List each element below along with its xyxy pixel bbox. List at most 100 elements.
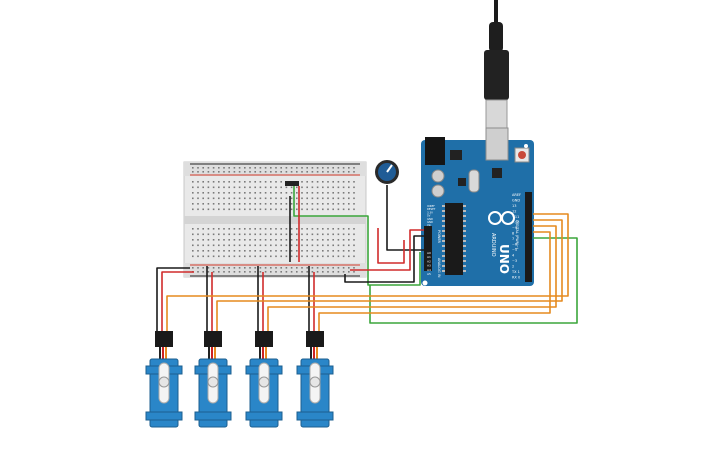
breadboard-hole: [311, 244, 314, 247]
breadboard-hole: [327, 233, 329, 236]
chip-pin: [442, 255, 445, 257]
arduino-board: ARDUINO UNO DIGITAL (PWM~) POWER ANALOG …: [421, 127, 534, 286]
digital-pin-label: 7: [512, 237, 514, 241]
breadboard-hole: [244, 250, 246, 252]
breadboard-hole: [244, 244, 246, 247]
breadboard-hole: [202, 250, 204, 252]
chip-pin: [442, 250, 445, 252]
breadboard-hole: [238, 228, 241, 230]
analog-pin-label: A4: [427, 268, 431, 272]
breadboard-hole: [322, 192, 324, 194]
breadboard-hole: [228, 271, 230, 273]
breadboard-hole: [327, 197, 329, 200]
breadboard-hole: [197, 203, 199, 205]
servo-1: [145, 331, 183, 428]
atmega-pins: [442, 205, 466, 272]
breadboard-hole: [290, 208, 293, 211]
wire-pot-ground: [386, 185, 424, 251]
breadboard-hole: [332, 228, 334, 230]
breadboard-hole: [207, 181, 210, 183]
breadboard-hole: [264, 208, 267, 211]
breadboard-hole: [337, 186, 340, 189]
chip-pin: [442, 235, 445, 237]
chip-pin: [463, 205, 466, 207]
breadboard-hole: [244, 197, 246, 200]
breadboard-hole: [270, 167, 272, 169]
breadboard-hole: [306, 228, 308, 230]
breadboard-hole: [270, 244, 272, 247]
breadboard-hole: [207, 171, 210, 173]
breadboard-hole: [316, 233, 319, 236]
servo-mount-tab: [194, 411, 232, 421]
capacitor: [431, 169, 445, 183]
breadboard-center-channel: [184, 216, 366, 224]
breadboard-hole: [228, 208, 230, 211]
breadboard-hole: [218, 167, 220, 169]
breadboard-hole: [280, 228, 282, 230]
breadboard-hole: [316, 239, 319, 241]
breadboard-hole: [218, 197, 220, 200]
chip-pin: [463, 260, 466, 262]
breadboard-hole: [296, 197, 298, 200]
breadboard-hole: [290, 239, 293, 241]
breadboard-hole: [332, 208, 334, 211]
breadboard-hole: [327, 181, 329, 183]
breadboard-hole: [337, 203, 340, 205]
chip-pin: [463, 230, 466, 232]
breadboard-hole: [254, 197, 256, 200]
power-pin-label: GND: [427, 220, 433, 224]
breadboard-hole: [264, 250, 267, 252]
breadboard-hole: [223, 271, 225, 273]
breadboard-hole: [212, 197, 215, 200]
breadboard-hole: [244, 228, 246, 230]
wire-analog: [293, 186, 421, 286]
breadboard-hole: [233, 233, 236, 236]
breadboard-hole: [275, 181, 277, 183]
breadboard-hole: [212, 271, 215, 273]
breadboard-hole: [316, 250, 319, 252]
breadboard-hole: [218, 239, 220, 241]
breadboard-hole: [197, 228, 199, 230]
usb-chip: [492, 168, 502, 178]
digital-pin-label: 2: [512, 265, 514, 269]
breadboard-hole: [259, 186, 262, 189]
breadboard-hole: [228, 228, 230, 230]
breadboard-hole: [296, 271, 298, 273]
breadboard-hole: [327, 203, 329, 205]
breadboard-hole: [275, 203, 277, 205]
breadboard-hole: [254, 250, 256, 252]
breadboard-hole: [233, 250, 236, 252]
breadboard-hole: [264, 239, 267, 241]
breadboard-hole: [342, 228, 345, 230]
breadboard-hole: [275, 167, 277, 169]
chip-pin: [463, 235, 466, 237]
breadboard-hole: [353, 233, 355, 236]
digital-pin-label: GND: [512, 199, 520, 203]
breadboard-hole: [348, 171, 350, 173]
breadboard-hole: [290, 192, 293, 194]
wire-servo1-power: [161, 271, 194, 331]
breadboard-hole: [228, 267, 230, 269]
breadboard-hole: [296, 255, 298, 258]
breadboard-hole: [296, 171, 298, 173]
breadboard-hole: [228, 197, 230, 200]
breadboard-hole: [192, 239, 194, 241]
breadboard-hole: [197, 233, 199, 236]
breadboard-hole: [264, 171, 267, 173]
breadboard-hole: [259, 208, 262, 211]
breadboard-hole: [296, 233, 298, 236]
breadboard-hole: [342, 255, 345, 258]
breadboard-hole: [285, 271, 288, 273]
breadboard-hole: [311, 192, 314, 194]
breadboard-hole: [264, 197, 267, 200]
wire-servo4-signal: [318, 231, 551, 331]
servo-lead: [310, 347, 312, 359]
breadboard-hole: [212, 192, 215, 194]
breadboard-hole: [228, 239, 230, 241]
breadboard-hole: [332, 192, 334, 194]
analog-header-label: ANALOG IN: [437, 258, 441, 278]
breadboard-hole: [192, 167, 194, 169]
breadboard-hole: [353, 171, 355, 173]
breadboard-hole: [202, 244, 204, 247]
usb-strain-relief: [489, 22, 503, 52]
